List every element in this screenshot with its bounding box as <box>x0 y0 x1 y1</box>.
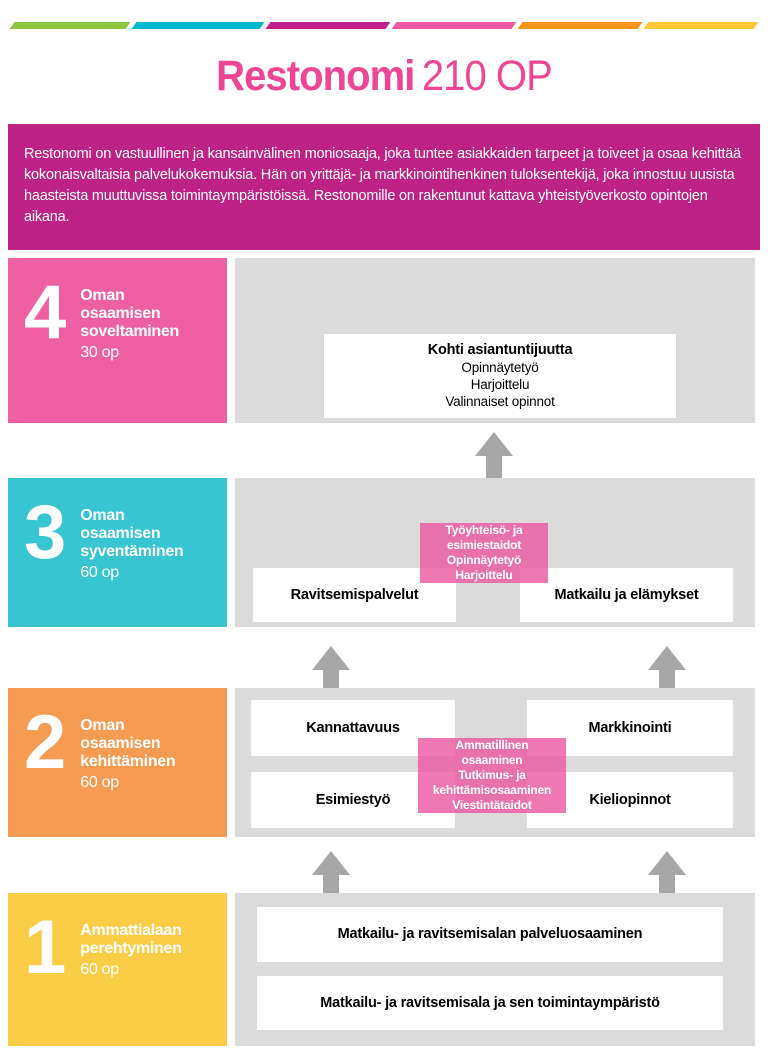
overlay-line: Työyhteisö- ja <box>445 523 523 537</box>
up-arrow-head <box>312 646 350 670</box>
overlay-box-ammatillinen: Ammatillinen osaaminen Tutkimus- ja kehi… <box>418 738 566 813</box>
overlay-box-tyoyhteiso: Työyhteisö- ja esimiestaidot Opinnäytety… <box>420 523 548 583</box>
level-4-title-line: osaamisen <box>80 305 161 322</box>
level-1-number: 1 <box>24 905 66 990</box>
level-2-panel: Kannattavuus Markkinointi Esimiestyö Kie… <box>235 688 755 837</box>
stripe-segment-magenta <box>265 22 391 29</box>
intro-text: Restonomi on vastuullinen ja kansainväli… <box>24 146 741 225</box>
overlay-line: kehittämisosaaminen <box>432 783 552 797</box>
overlay-line: osaaminen <box>461 753 523 767</box>
up-arrow-head <box>475 432 513 456</box>
level-1-panel: Matkailu- ja ravitsemisalan palveluosaam… <box>235 893 755 1046</box>
level-1-badge: 1 Ammattialaan perehtyminen 60 op <box>8 893 227 1046</box>
level-4-panel: Kohti asiantuntijuutta Opinnäytetyö Harj… <box>235 258 755 423</box>
stripe-segment-cyan <box>131 22 265 29</box>
course-box-matkailu-ja-elamykset: Matkailu ja elämykset <box>520 568 733 622</box>
overlay-line: Viestintätaidot <box>452 798 532 812</box>
page-title-credits: 210 OP <box>421 52 553 100</box>
level-3-panel: Ravitsemispalvelut Matkailu ja elämykset… <box>235 478 755 627</box>
level-4-title-line: soveltaminen <box>80 323 179 340</box>
level-2-title-line: Oman <box>80 717 125 734</box>
level-3-title-line: syventäminen <box>80 543 184 560</box>
level-1-credits: 60 op <box>80 961 119 978</box>
level-3-number: 3 <box>24 490 66 575</box>
up-arrow-stem <box>323 875 339 893</box>
overlay-line: Harjoittelu <box>455 568 513 582</box>
level-4-number: 4 <box>24 270 66 355</box>
overlay-line: Ammatillinen <box>455 738 529 752</box>
level-3-credits: 60 op <box>80 564 119 581</box>
up-arrow-head <box>648 646 686 670</box>
course-box-item: Valinnaiset opinnot <box>445 394 555 409</box>
stripe-segment-green <box>9 22 131 29</box>
course-box-title: Kohti asiantuntijuutta <box>427 342 573 358</box>
level-2-info: Oman osaamisen kehittäminen 60 op <box>80 710 175 792</box>
stripe-segment-yellow <box>643 22 759 29</box>
level-2-badge: 2 Oman osaamisen kehittäminen 60 op <box>8 688 227 837</box>
level-4-credits: 30 op <box>80 344 119 361</box>
level-2-credits: 60 op <box>80 774 119 791</box>
level-3-info: Oman osaamisen syventäminen 60 op <box>80 500 183 582</box>
up-arrow-head <box>312 851 350 875</box>
level-3-badge: 3 Oman osaamisen syventäminen 60 op <box>8 478 227 627</box>
level-2-title-line: kehittäminen <box>80 753 176 770</box>
up-arrow-stem <box>323 670 339 688</box>
level-3-title-line: osaamisen <box>80 525 161 542</box>
course-box-item: Opinnäytetyö <box>461 360 539 375</box>
level-2-number: 2 <box>24 700 66 785</box>
level-2-title-line: osaamisen <box>80 735 161 752</box>
overlay-line: Opinnäytetyö <box>446 553 522 567</box>
level-1-title-line: Ammattialaan <box>80 922 182 939</box>
course-box-kohti-asiantuntijuutta: Kohti asiantuntijuutta Opinnäytetyö Harj… <box>324 334 676 418</box>
course-box-kannattavuus: Kannattavuus <box>251 700 455 756</box>
up-arrow-icon <box>648 646 686 688</box>
up-arrow-stem <box>659 875 675 893</box>
level-1-info: Ammattialaan perehtyminen 60 op <box>80 915 182 979</box>
overlay-line: esimiestaidot <box>446 538 522 552</box>
level-4-title-line: Oman <box>80 287 125 304</box>
course-box-palveluosaaminen: Matkailu- ja ravitsemisalan palveluosaam… <box>257 907 723 962</box>
up-arrow-icon <box>475 432 513 478</box>
level-3-title-line: Oman <box>80 507 125 524</box>
page-title-main: Restonomi <box>216 52 415 100</box>
up-arrow-icon <box>312 851 350 893</box>
up-arrow-icon <box>648 851 686 893</box>
up-arrow-stem <box>486 456 502 478</box>
stripe-segment-orange <box>517 22 643 29</box>
course-box-item: Harjoittelu <box>470 377 530 392</box>
up-arrow-head <box>648 851 686 875</box>
level-1-title-line: perehtyminen <box>80 940 182 957</box>
course-box-toimintaymparisto: Matkailu- ja ravitsemisala ja sen toimin… <box>257 976 723 1030</box>
up-arrow-icon <box>312 646 350 688</box>
overlay-line: Tutkimus- ja <box>458 768 526 782</box>
level-4-badge: 4 Oman osaamisen soveltaminen 30 op <box>8 258 227 423</box>
stripe-segment-pink <box>391 22 517 29</box>
intro-description-box: Restonomi on vastuullinen ja kansainväli… <box>8 124 760 250</box>
up-arrow-stem <box>659 670 675 688</box>
level-4-info: Oman osaamisen soveltaminen 30 op <box>80 280 179 362</box>
